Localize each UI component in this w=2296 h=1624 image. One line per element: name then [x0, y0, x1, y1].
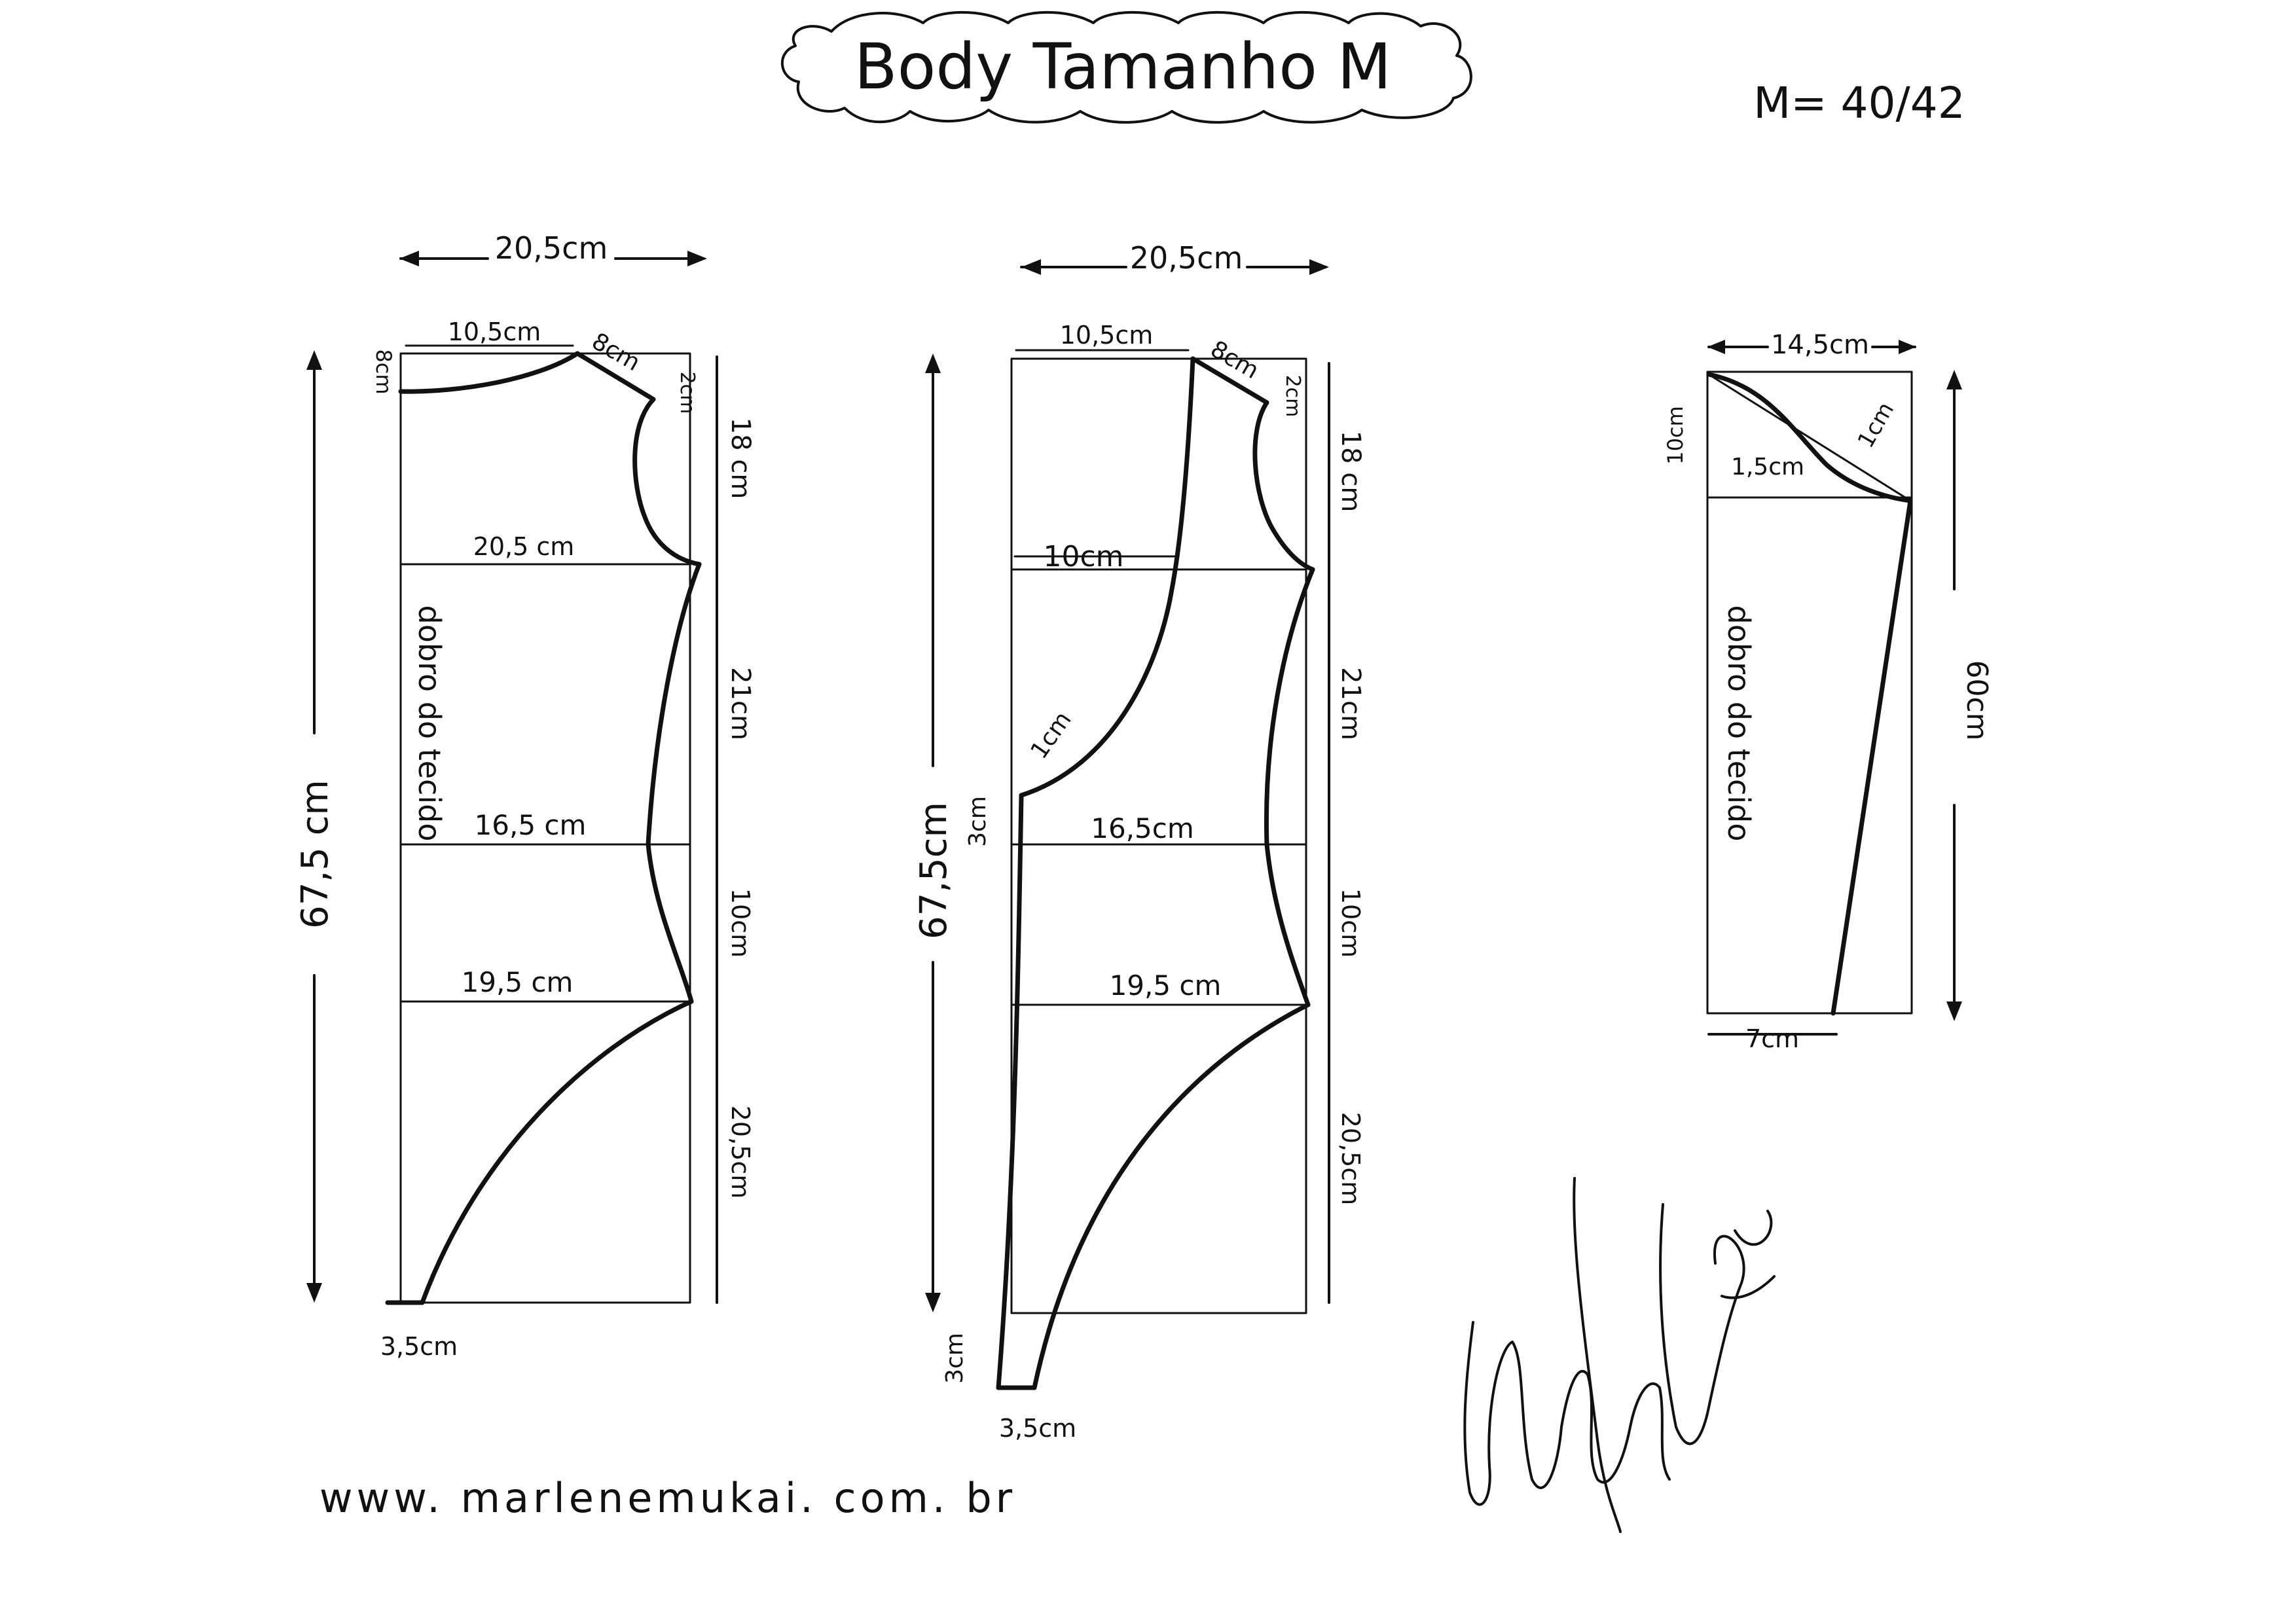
front-total-length: 67,5 cm	[294, 780, 337, 929]
back-side-seam	[1264, 567, 1315, 1007]
front-frame	[399, 352, 691, 1304]
arrow-head	[1021, 259, 1041, 275]
back-neck-step: 3cm	[964, 796, 991, 847]
back-crotch-extension: 3cm	[941, 1333, 968, 1384]
back-panel: 67,5cm 20,5cm 10,5cm 8cm 2cm 18 cm 21cm …	[913, 240, 1366, 1443]
back-leg-curve	[1032, 1002, 1311, 1390]
back-shoulder-drop: 2cm	[1281, 375, 1304, 418]
back-neck-depth-width: 10cm	[1043, 540, 1123, 573]
sleeve-curve-outer: 1cm	[1853, 398, 1899, 453]
front-neck-drop: 8cm	[371, 349, 396, 394]
arrow-head	[687, 251, 707, 266]
sleeve-cap-curve	[1706, 372, 1913, 503]
back-armhole-depth: 18 cm	[1336, 431, 1366, 513]
back-neck-width: 10,5cm	[1060, 321, 1154, 350]
front-crotch: 3,5cm	[380, 1332, 458, 1361]
sleeve-cap-diagonal	[1707, 373, 1912, 502]
sleeve-frame	[1706, 370, 1913, 1015]
title-cloud: Body Tamanho M	[780, 10, 1472, 124]
front-shoulder: 8cm	[587, 328, 645, 376]
arrow-head	[1707, 340, 1725, 354]
front-bust: 20,5 cm	[473, 532, 575, 561]
back-shoulder	[1190, 356, 1269, 405]
front-armhole	[632, 397, 702, 567]
back-waist-to-hip: 10cm	[1336, 888, 1365, 958]
arrow-head	[306, 1283, 322, 1303]
front-neckline	[398, 351, 580, 394]
sleeve-panel: 14,5cm 10cm 1,5cm 1cm 60cm dobro do teci…	[1663, 330, 1994, 1053]
sleeve-seam	[1831, 498, 1913, 1016]
sleeve-cuff: 7cm	[1745, 1024, 1799, 1053]
front-bust-to-waist: 21cm	[725, 667, 756, 740]
arrow-head	[1946, 1001, 1962, 1021]
back-bust-to-waist: 21cm	[1336, 667, 1366, 740]
page-title: Body Tamanho M	[854, 30, 1392, 103]
arrow-head	[399, 251, 419, 266]
front-fold: dobro do tecido	[412, 605, 447, 842]
front-shoulder	[575, 351, 656, 402]
back-shoulder: 8cm	[1206, 336, 1264, 384]
back-neckline	[1019, 356, 1195, 798]
arrow-head	[1946, 370, 1962, 389]
front-hip-to-crotch: 20,5cm	[726, 1106, 755, 1199]
sleeve-length: 60cm	[1960, 660, 1994, 740]
front-side-seam	[646, 562, 702, 1004]
back-frame	[1010, 357, 1307, 1314]
front-panel: 67,5 cm 20,5cm 10,5cm 8cm 2cm 8cm 18 cm …	[294, 230, 756, 1361]
arrow-head	[925, 353, 941, 373]
front-shoulder-drop: 2cm	[676, 372, 699, 414]
arrow-head	[306, 350, 322, 370]
back-hip-to-crotch: 20,5cm	[1336, 1112, 1365, 1206]
back-crotch: 3,5cm	[999, 1414, 1076, 1443]
sleeve-fold: dobro do tecido	[1721, 605, 1757, 842]
back-waist: 16,5cm	[1091, 812, 1194, 844]
front-armhole-depth: 18 cm	[725, 418, 756, 499]
front-waist-to-hip: 10cm	[726, 888, 755, 958]
signature	[1463, 1177, 1776, 1533]
arrow-head	[925, 1293, 941, 1312]
sleeve-width-top: 14,5cm	[1771, 330, 1869, 360]
front-leg-curve	[420, 999, 694, 1305]
back-width-top: 20,5cm	[1130, 240, 1243, 276]
front-waist: 16,5 cm	[475, 809, 587, 841]
arrow-head	[1899, 340, 1916, 354]
front-width-top: 20,5cm	[495, 230, 608, 266]
front-neck-width: 10,5cm	[448, 317, 541, 346]
arrow-head	[1309, 259, 1329, 275]
back-total-length: 67,5cm	[913, 802, 955, 939]
front-hip: 19,5 cm	[462, 966, 574, 998]
back-hip: 19,5 cm	[1110, 969, 1222, 1001]
sleeve-cap-height: 10cm	[1663, 406, 1688, 464]
size-note: M= 40/42	[1753, 78, 1965, 128]
website: www. marlenemukai. com. br	[319, 1474, 1016, 1522]
back-armhole	[1252, 400, 1315, 572]
back-curve-offset: 1cm	[1025, 707, 1076, 764]
back-center-seam	[996, 793, 1024, 1390]
sleeve-curve-inner: 1,5cm	[1731, 454, 1804, 480]
